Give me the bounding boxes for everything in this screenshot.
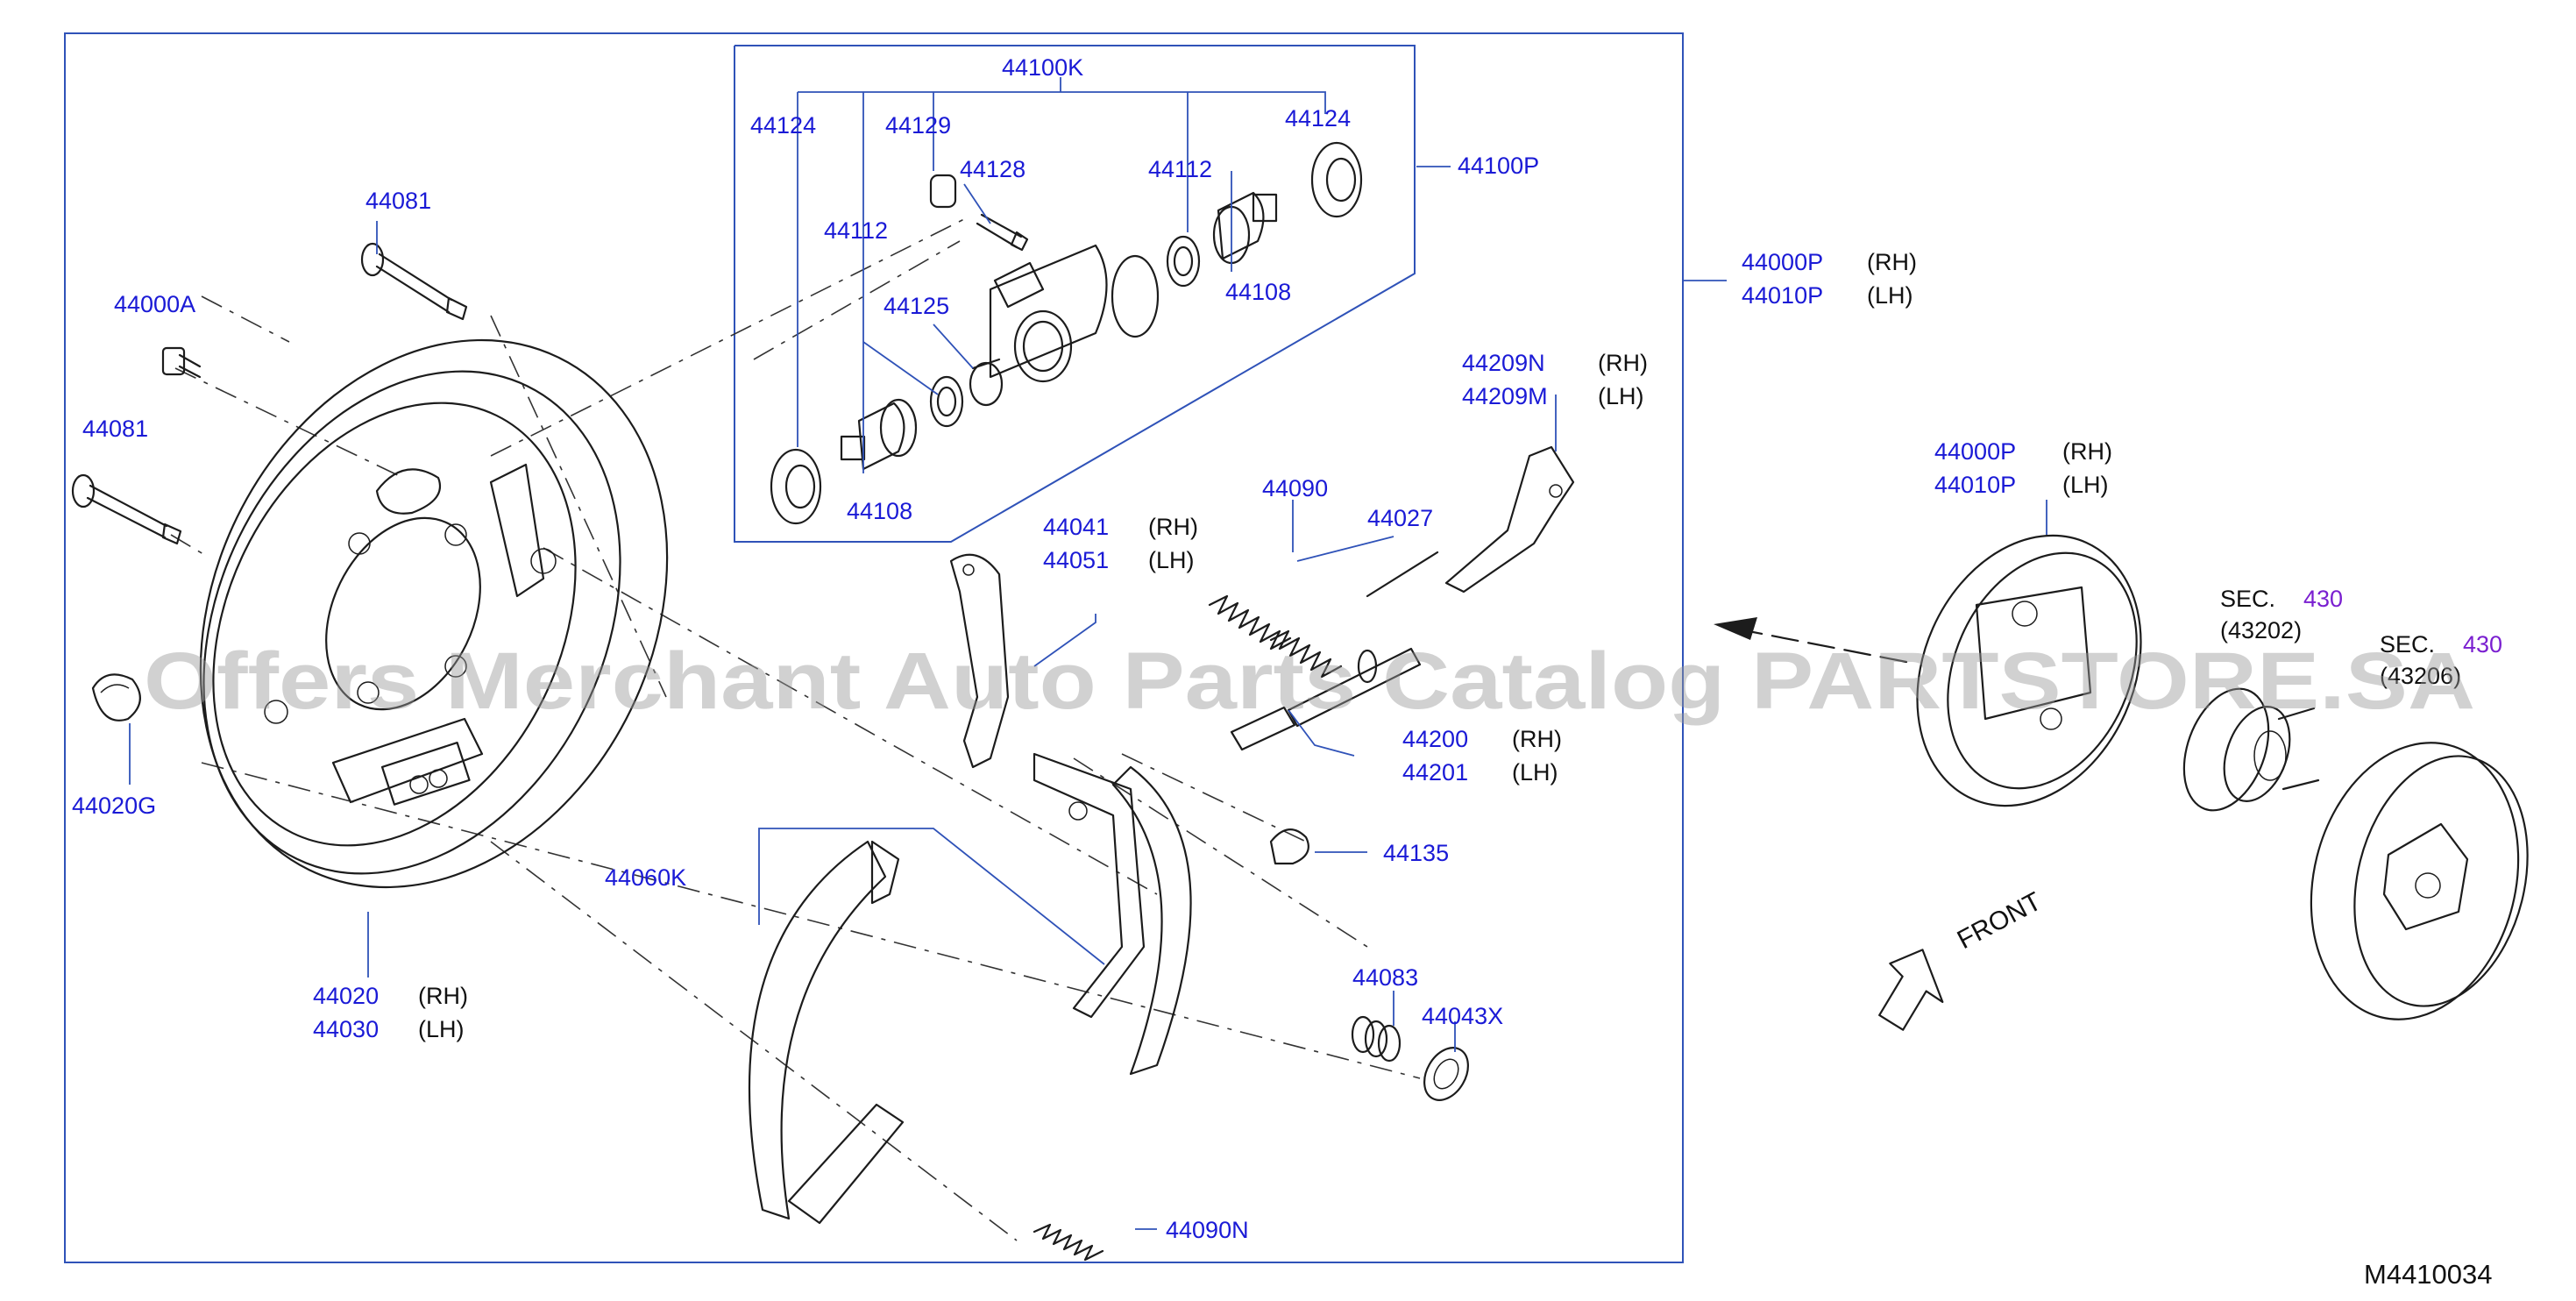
spring-44090-drawing [1208,594,1292,650]
part-44209N[interactable]: 44209N [1462,350,1545,376]
part-44081-b[interactable]: 44081 [82,416,148,442]
part-44030[interactable]: 44030 [313,1016,379,1042]
part-44041[interactable]: 44041 [1043,514,1109,540]
spring-44027-drawing [1269,551,1439,679]
part-44125[interactable]: 44125 [884,293,949,319]
wheel-cylinder-frame [734,45,1416,543]
side-rh-44041: (RH) [1148,514,1198,540]
section-1-label: SEC. [2220,586,2275,612]
part-44108-a[interactable]: 44108 [847,498,912,524]
wheel-cylinder-body-drawing [989,244,1160,383]
part-44090[interactable]: 44090 [1262,475,1328,501]
part-44081-a[interactable]: 44081 [365,188,431,214]
part-44083[interactable]: 44083 [1352,964,1418,991]
side-lh-44051: (LH) [1148,547,1195,573]
part-44027[interactable]: 44027 [1367,505,1433,531]
side-lh-44010P-assembly: (LH) [2062,472,2109,498]
part-44000P-assembly[interactable]: 44000P [1934,438,2016,465]
leader-lines [129,77,2047,1230]
part-44043X[interactable]: 44043X [1422,1003,1503,1029]
front-arrow-icon [1878,949,1944,1031]
part-44129[interactable]: 44129 [885,112,951,139]
brake-shoe-rear-drawing [748,840,905,1225]
part-44000P-main[interactable]: 44000P [1742,249,1823,275]
bolt-44081-lower-drawing [71,473,182,545]
spring-44090N-drawing [1033,1223,1104,1262]
bleeder-44128-drawing [976,213,1029,252]
side-lh-44010P-main: (LH) [1867,282,1913,309]
spring-44083-drawing [1351,1015,1402,1063]
part-44112-a[interactable]: 44112 [824,217,888,244]
part-44010P-main[interactable]: 44010P [1742,282,1823,309]
part-44124-a[interactable]: 44124 [750,112,816,139]
brake-drum-drawing [2310,742,2529,1020]
part-44100P[interactable]: 44100P [1458,153,1539,179]
front-label: FRONT [1953,887,2047,956]
part-44100K[interactable]: 44100K [1002,54,1083,81]
side-lh-44201: (LH) [1512,759,1558,786]
bolt-44000A-drawing [161,346,202,379]
side-rh-44000P-assembly: (RH) [2062,438,2112,465]
piston-44108-upper-drawing [1212,191,1278,265]
arrow-to-assembly-icon [1714,617,1908,664]
watermark: Offers Merchant Auto Parts Catalog PARTS… [144,636,2475,726]
part-44010P-assembly[interactable]: 44010P [1934,472,2016,498]
part-44200[interactable]: 44200 [1402,726,1468,752]
part-44020G[interactable]: 44020G [72,793,156,819]
adjuster-44200-drawing [1230,647,1422,751]
section-2-number[interactable]: 430 [2463,631,2502,658]
side-rh-44020: (RH) [418,983,468,1009]
part-44051[interactable]: 44051 [1043,547,1109,573]
side-lh-44030: (LH) [418,1016,465,1042]
main-assembly-frame [64,32,1684,1263]
section-1-number[interactable]: 430 [2303,586,2343,612]
adjuster-44135-drawing [1269,828,1309,865]
part-44020[interactable]: 44020 [313,983,379,1009]
boot-44124-upper-drawing [1310,141,1363,218]
cup-44112-upper-drawing [1166,235,1201,288]
part-44090N[interactable]: 44090N [1166,1217,1249,1243]
spring-44125-drawing [969,358,1004,407]
side-rh-44209N: (RH) [1598,350,1648,376]
section-1-ref: (43202) [2220,617,2302,643]
retainer-44043X-drawing [1423,1047,1469,1101]
section-2-ref: (43206) [2380,663,2461,689]
assembled-brake-drawing [1916,534,2142,807]
piston-44108-lower-drawing [840,398,918,471]
adjuster-lever-drawing [1444,445,1575,594]
backing-plate-drawing [199,338,669,889]
part-44060K[interactable]: 44060K [605,864,686,891]
cup-44112-lower-drawing [929,375,964,428]
hub-bearing-drawing [2182,687,2320,812]
part-44124-b[interactable]: 44124 [1285,105,1351,132]
boot-44124-lower-drawing [770,448,822,525]
part-44000A[interactable]: 44000A [114,291,195,317]
part-44209M[interactable]: 44209M [1462,383,1548,409]
part-44201[interactable]: 44201 [1402,759,1468,786]
side-rh-44000P-main: (RH) [1867,249,1917,275]
side-lh-44209M: (LH) [1598,383,1644,409]
alignment-lines [170,218,1421,1241]
strut-44041-drawing [949,553,1010,769]
plug-44020G-drawing [91,673,141,722]
diagram-code: M4410034 [2364,1259,2493,1290]
part-44135[interactable]: 44135 [1383,840,1449,866]
side-rh-44200: (RH) [1512,726,1562,752]
cap-44129-drawing [929,174,957,209]
brake-shoe-front-drawing [1033,752,1192,1076]
part-44112-b[interactable]: 44112 [1148,156,1212,182]
part-44108-b[interactable]: 44108 [1225,279,1291,305]
bolt-44081-upper-drawing [360,242,468,321]
part-44128[interactable]: 44128 [960,156,1025,182]
section-2-label: SEC. [2380,631,2435,658]
